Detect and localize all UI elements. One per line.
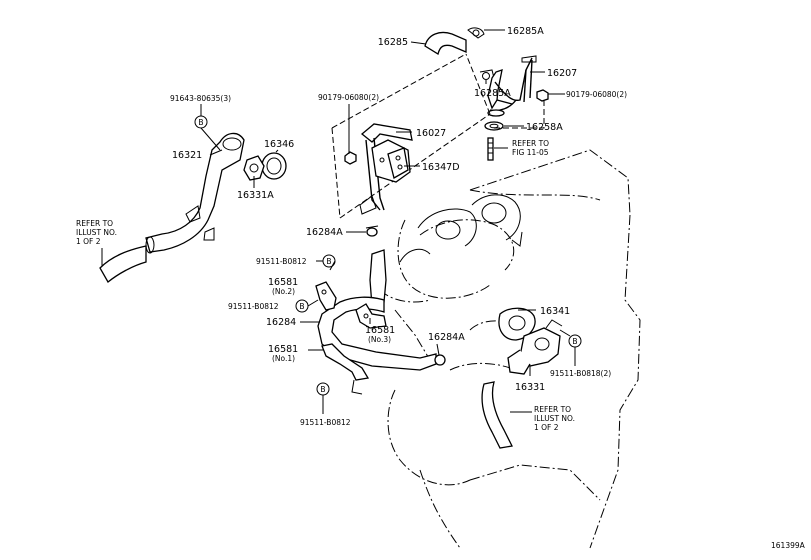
svg-text:B: B (572, 337, 577, 346)
label-16331A: 16331A (237, 190, 274, 201)
bolt-marker-91511-c: B (316, 382, 330, 396)
label-91511-b0818: 91511-B0818(2) (550, 369, 611, 378)
label-16581-no2: 16581 (268, 277, 298, 288)
label-16331: 16331 (515, 382, 545, 393)
svg-text:B: B (326, 257, 331, 266)
label-16285A-mid: 16285A (474, 88, 511, 99)
gasket-16341 (498, 307, 536, 341)
pipe-16207 (487, 55, 537, 117)
label-16285: 16285 (378, 37, 408, 48)
leader-lines (101, 29, 576, 414)
label-refer-left-2: ILLUST NO. (76, 228, 117, 237)
label-refer-fig-2: FIG 11-05 (512, 148, 549, 157)
clamp-16284A-upper (365, 225, 379, 237)
label-91511-a: 91511-B0812 (256, 257, 307, 266)
pipe-16321 (145, 132, 245, 254)
label-16284: 16284 (266, 317, 296, 328)
stud (487, 137, 494, 161)
label-refer-left-1: REFER TO (76, 219, 113, 228)
label-16347D: 16347D (422, 162, 460, 173)
label-refer-left-3: 1 OF 2 (76, 237, 101, 246)
label-16284A-upper: 16284A (306, 227, 343, 238)
label-90179-right: 90179-06080(2) (566, 90, 627, 99)
valve-16331A (243, 155, 265, 181)
hose-left (99, 245, 147, 283)
bolt-marker-91511-b0818: B (568, 334, 582, 348)
thermostat-16346 (261, 152, 287, 180)
nut-90179-top (344, 151, 357, 165)
engine-block-outline (379, 149, 641, 549)
label-91643: 91643-80635(3) (170, 94, 231, 103)
bracket-16581-no1 (321, 343, 370, 395)
label-16581-no3-sub: (No.3) (368, 335, 391, 344)
svg-text:B: B (198, 118, 203, 127)
label-16207: 16207 (547, 68, 577, 79)
label-91511-b: 91511-B0812 (228, 302, 279, 311)
hose-right (481, 381, 513, 449)
label-refer-right-3: 1 OF 2 (534, 423, 559, 432)
bracket-16581-no2 (315, 281, 337, 311)
housing-16331 (507, 319, 563, 375)
plate-16347D (371, 139, 411, 183)
hose-16285 (424, 31, 467, 56)
label-16284A-lower: 16284A (428, 332, 465, 343)
label-16321: 16321 (172, 150, 202, 161)
bolt-marker-91643: B (194, 115, 208, 129)
label-refer-fig-1: REFER TO (512, 139, 549, 148)
intake-runners (399, 194, 523, 263)
label-16581-no2-sub: (No.2) (272, 287, 295, 296)
label-16581-no3: 16581 (365, 325, 395, 336)
bracket-16581-no3 (355, 303, 387, 329)
label-16027: 16027 (416, 128, 446, 139)
label-16341: 16341 (540, 306, 570, 317)
svg-text:B: B (320, 385, 325, 394)
label-90179-top: 90179-06080(2) (318, 93, 379, 102)
bolt-marker-91511-b: B (295, 299, 309, 313)
label-16258A: 16258A (526, 122, 563, 133)
diagram-id: 161399A (771, 541, 806, 550)
label-16285A-top: 16285A (507, 26, 544, 37)
label-16581-no1-sub: (No.1) (272, 354, 295, 363)
clamp-16285A-top (467, 27, 485, 39)
nut-90179-right (536, 89, 549, 102)
svg-text:B: B (299, 302, 304, 311)
callout-labels: 16285 16285A 16285A 16207 90179-06080(2)… (76, 26, 806, 550)
label-91511-c: 91511-B0812 (300, 418, 351, 427)
label-refer-right-2: ILLUST NO. (534, 414, 575, 423)
label-16346: 16346 (264, 139, 294, 150)
gasket-16258A (484, 121, 504, 131)
label-16581-no1: 16581 (268, 344, 298, 355)
label-refer-right-1: REFER TO (534, 405, 571, 414)
clamp-16284A-lower (434, 354, 446, 366)
